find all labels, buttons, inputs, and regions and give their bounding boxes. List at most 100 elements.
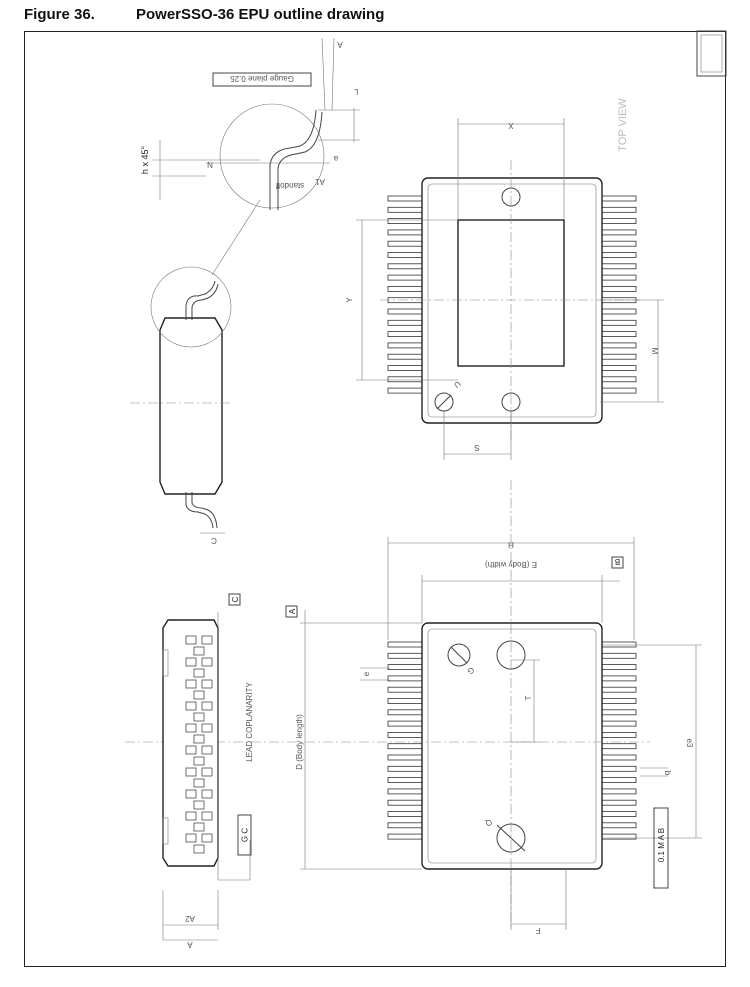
top-view-right-leads (601, 195, 637, 394)
end-lead (193, 778, 205, 788)
lead-pin (387, 342, 423, 349)
lead-pin (387, 799, 423, 806)
datum-c-box (228, 593, 241, 606)
lead-pin (387, 195, 423, 202)
lead-pin (601, 652, 637, 659)
lead-pin (387, 229, 423, 236)
lead-pin (601, 206, 637, 213)
lead-pin (601, 822, 637, 829)
detail-circle-small (150, 266, 232, 348)
lead-pin (387, 664, 423, 670)
lead-pin (601, 720, 637, 727)
lead-pin (387, 274, 423, 281)
end-lead (185, 833, 197, 843)
end-lead (185, 701, 197, 711)
lead-pin (601, 252, 637, 258)
lead-pin (387, 765, 423, 772)
lead-pin (601, 833, 637, 840)
body-width-label: E (Body width) (485, 560, 537, 569)
bottom-view-left-leads (387, 641, 423, 840)
end-lead (185, 723, 197, 733)
end-lead (201, 833, 213, 843)
end-lead (193, 646, 205, 656)
end-lead (201, 723, 213, 733)
lead-pin (387, 252, 423, 258)
lead-pin (387, 822, 423, 829)
lead-pin (387, 353, 423, 360)
dim-x: X (508, 121, 514, 130)
lead-pin (601, 342, 637, 349)
dim-e: e (362, 671, 371, 676)
lead-pin (601, 240, 637, 247)
end-lead (185, 657, 197, 667)
dim-a-total: A (187, 940, 193, 949)
lead-pin (601, 376, 637, 383)
ejector-pin-mark (447, 643, 471, 667)
lead-pin (387, 788, 423, 795)
end-lead (185, 789, 197, 799)
gauge-plane-label: Gauge plane 0.25 (230, 74, 294, 83)
end-view: C G C LEAD COPLANARITY A2 A (162, 593, 254, 949)
end-lead (201, 745, 213, 755)
dim-a1: A1 (315, 177, 325, 186)
bottom-view-body (421, 622, 603, 870)
end-lead (201, 679, 213, 689)
datum-b: B (615, 557, 620, 566)
top-view: X Y M S U TOP VIEW (345, 98, 664, 460)
dim-g: G (465, 665, 476, 676)
detail-circle-large (219, 103, 325, 209)
dim-h: H (508, 540, 514, 549)
dim-k: a (333, 154, 338, 163)
dim-b: b (663, 771, 672, 776)
lead-pin (387, 331, 423, 338)
lead-coplanarity-label: LEAD COPLANARITY (245, 682, 254, 762)
datum-a-box (285, 605, 298, 618)
lead-pin (387, 387, 423, 394)
dim-a2: A2 (185, 914, 195, 923)
lead-pin (387, 206, 423, 213)
lead-pin (601, 365, 637, 371)
lead-pin (601, 664, 637, 670)
lead-pin (601, 353, 637, 360)
lead-pin (387, 365, 423, 371)
datum-c: C (231, 596, 240, 602)
bottom-view: H E (Body width) B A D (Body length) e T… (125, 480, 702, 935)
lead-pin (601, 308, 637, 315)
end-lead (201, 657, 213, 667)
lead-pin (387, 698, 423, 704)
side-lead-bottom (185, 492, 214, 529)
figure-title: PowerSSO-36 EPU outline drawing (136, 6, 385, 23)
end-lead (193, 822, 205, 832)
lead-pin (601, 319, 637, 326)
datum-a: A (288, 608, 297, 614)
coplanarity-frame (237, 814, 252, 856)
lead-pin (601, 709, 637, 716)
lead-pin (601, 686, 637, 693)
lead-pin (601, 765, 637, 772)
side-view: C (130, 199, 261, 545)
lead-pin (601, 698, 637, 704)
dim-m: M (650, 348, 659, 355)
drawing-frame (24, 31, 726, 967)
detail-lead-upper (269, 109, 317, 210)
lead-pin (601, 274, 637, 281)
lead-pin (387, 777, 423, 783)
lead-pin (601, 754, 637, 761)
end-lead (193, 800, 205, 810)
lead-pin (387, 319, 423, 326)
end-lead (193, 844, 205, 854)
standoff-label: standoff (275, 181, 304, 190)
end-lead (193, 756, 205, 766)
end-lead (185, 811, 197, 821)
dim-l: L (353, 87, 358, 96)
dim-y: Y (345, 297, 354, 303)
lead-pin (601, 285, 637, 292)
detail-view: L A Gauge plane 0.25 standoff A1 N a h x… (140, 37, 360, 210)
end-lead (201, 767, 213, 777)
end-lead (193, 690, 205, 700)
end-lead (201, 635, 213, 645)
corner-stamp (696, 30, 727, 77)
dim-c: C (211, 536, 217, 545)
dim-u: U (452, 379, 462, 390)
